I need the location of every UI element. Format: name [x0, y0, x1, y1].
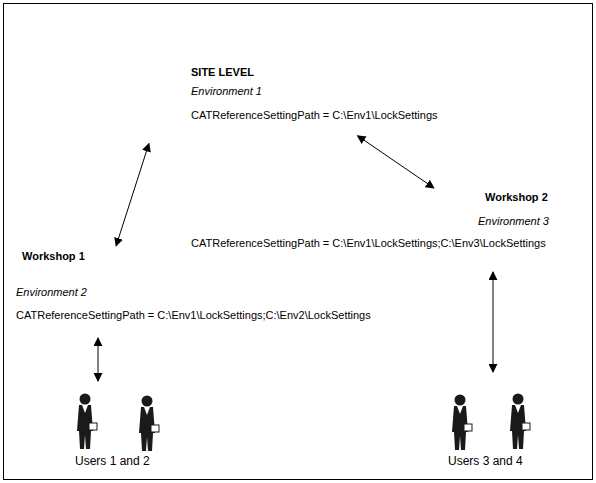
- bidirectional-arrow: [493, 272, 494, 372]
- user-group-label: Users 1 and 2: [75, 454, 150, 468]
- user-group: Users 1 and 2: [70, 388, 165, 472]
- setting-path: CATReferenceSettingPath = C:\Env1\LockSe…: [191, 237, 546, 250]
- user-group: Users 3 and 4: [443, 388, 538, 472]
- level-heading: Workshop 1: [22, 250, 85, 263]
- environment-group: Workshop 1 Environment 2 CATReferenceSetti…: [12, 246, 407, 324]
- user-group-label: Users 3 and 4: [448, 454, 523, 468]
- level-heading: Workshop 2: [485, 191, 548, 204]
- level-heading: SITE LEVEL: [191, 66, 254, 79]
- setting-path: CATReferenceSettingPath = C:\Env1\LockSe…: [16, 309, 371, 322]
- environment-group: SITE LEVEL Environment 1 CATReferenceSetti…: [148, 62, 438, 134]
- setting-path: CATReferenceSettingPath = C:\Env1\LockSe…: [191, 109, 438, 122]
- user-figure: [510, 394, 530, 450]
- environment-name: Environment 1: [191, 85, 262, 98]
- environment-group: Workshop 2 Environment 3 CATReferenceSetti…: [188, 188, 580, 250]
- environment-name: Environment 3: [478, 215, 549, 228]
- user-figure: [452, 395, 472, 451]
- bidirectional-arrow: [357, 136, 433, 188]
- environment-name: Environment 2: [16, 286, 87, 299]
- bidirectional-arrow: [98, 338, 99, 381]
- frame-border: [4, 4, 593, 480]
- bidirectional-arrow: [116, 144, 149, 246]
- user-figure: [139, 396, 159, 452]
- user-figure: [77, 394, 97, 450]
